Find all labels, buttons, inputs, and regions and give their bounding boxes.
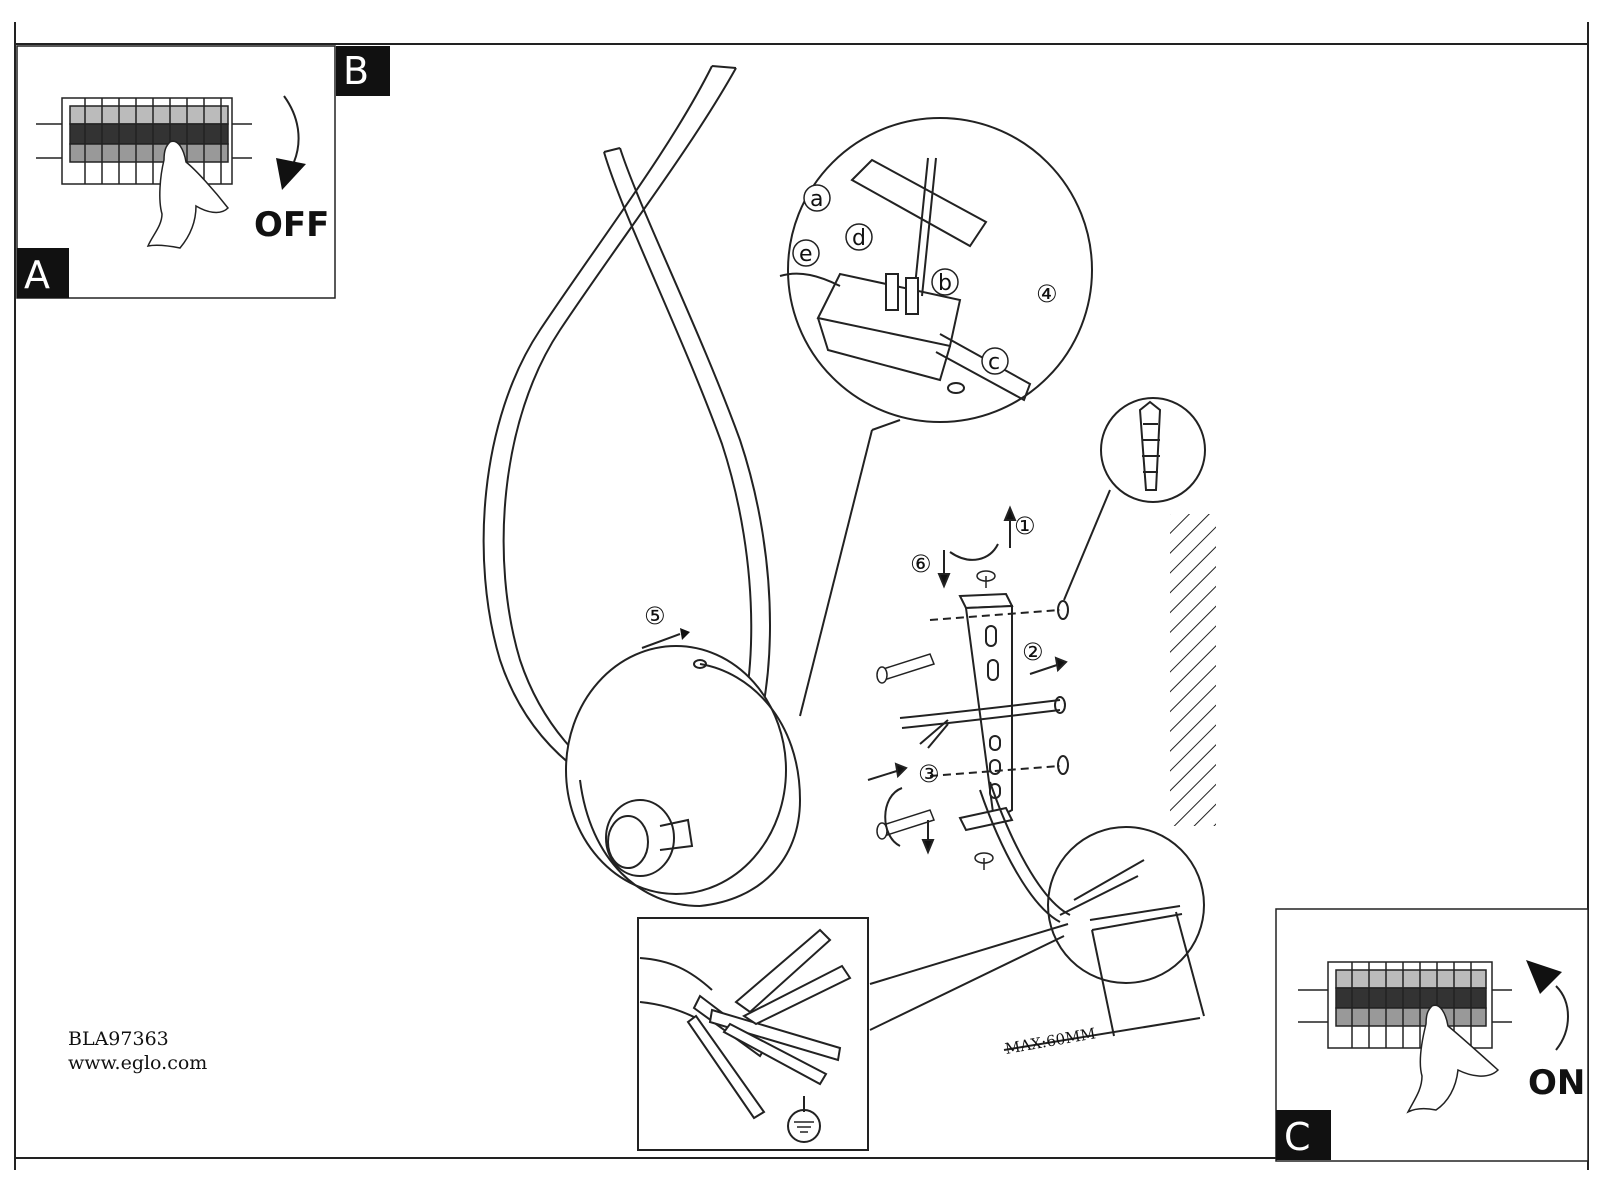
wall-hatching (1170, 514, 1216, 826)
stripping-pliers-detail (637, 917, 869, 1151)
panel-c-letter: C (1284, 1115, 1311, 1159)
website-label: www.eglo.com (68, 1052, 207, 1074)
screw-icon (876, 570, 996, 870)
lamp-illustration (482, 65, 802, 907)
slide-arrow-icon (641, 628, 690, 649)
callout-badges (792, 184, 1009, 375)
curved-arrow-up-icon (1526, 960, 1569, 1051)
wall-plug-detail (1057, 397, 1206, 775)
hand-icon (146, 140, 229, 249)
on-label: ON (1528, 1063, 1585, 1103)
breaker-panel-icon (1298, 961, 1512, 1049)
panel-switch-off (16, 45, 390, 299)
off-label: OFF (254, 205, 329, 245)
step-arrows (867, 505, 1068, 855)
step-1-label: ① (1014, 512, 1036, 540)
callout-e-label: e (799, 242, 813, 267)
strip-length-label: MAX:60MM (1004, 1024, 1097, 1058)
callout-a-label: a (810, 187, 823, 212)
mains-cable (899, 696, 1066, 749)
step-5-label: ⑤ (644, 602, 666, 630)
terminal-detail (779, 117, 1093, 717)
wire-strip-detail (869, 781, 1205, 1051)
step-6-label: ⑥ (910, 550, 932, 578)
mounting-bracket (929, 592, 1061, 832)
callout-b-label: b (938, 271, 952, 296)
curved-arrow-down-icon (276, 95, 306, 190)
breaker-panel-icon (36, 97, 252, 185)
step-4-label: ④ (1036, 280, 1058, 308)
step-2-label: ② (1022, 638, 1044, 666)
panel-a-letter: A (24, 253, 50, 297)
hand-icon (1406, 1004, 1500, 1114)
callout-c-label: c (988, 350, 1000, 375)
product-code: BLA97363 (68, 1028, 169, 1050)
panel-b-letter: B (343, 49, 369, 93)
step-3-label: ③ (918, 760, 940, 788)
panel-switch-on (1275, 908, 1589, 1162)
callout-d-label: d (852, 226, 866, 251)
